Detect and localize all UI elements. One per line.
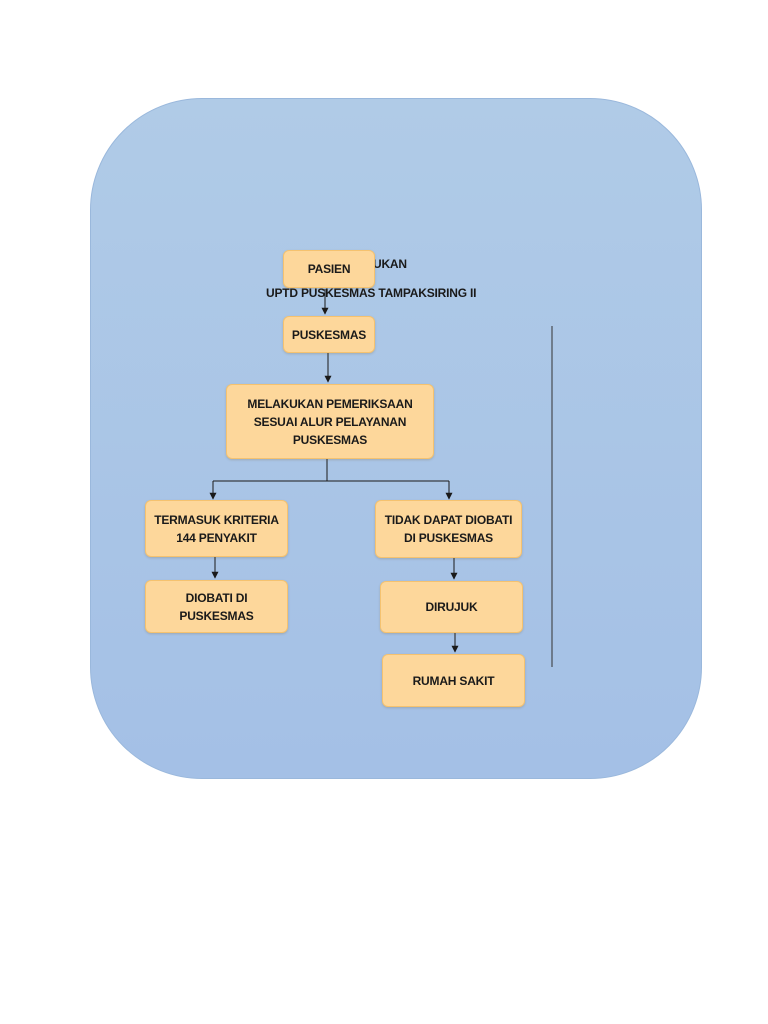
node-rumah-sakit: RUMAH SAKIT [382, 654, 525, 707]
partial-title-text: UKAN [373, 257, 407, 271]
subtitle-text: UPTD PUSKESMAS TAMPAKSIRING II [266, 286, 477, 300]
node-tidak-diobati: TIDAK DAPAT DIOBATI DI PUSKESMAS [375, 500, 522, 558]
node-kriteria: TERMASUK KRITERIA 144 PENYAKIT [145, 500, 288, 557]
node-pemeriksaan: MELAKUKAN PEMERIKSAAN SESUAI ALUR PELAYA… [226, 384, 434, 459]
node-pasien: PASIEN [283, 250, 375, 288]
node-dirujuk: DIRUJUK [380, 581, 523, 633]
node-diobati: DIOBATI DI PUSKESMAS [145, 580, 288, 633]
node-puskesmas: PUSKESMAS [283, 316, 375, 353]
